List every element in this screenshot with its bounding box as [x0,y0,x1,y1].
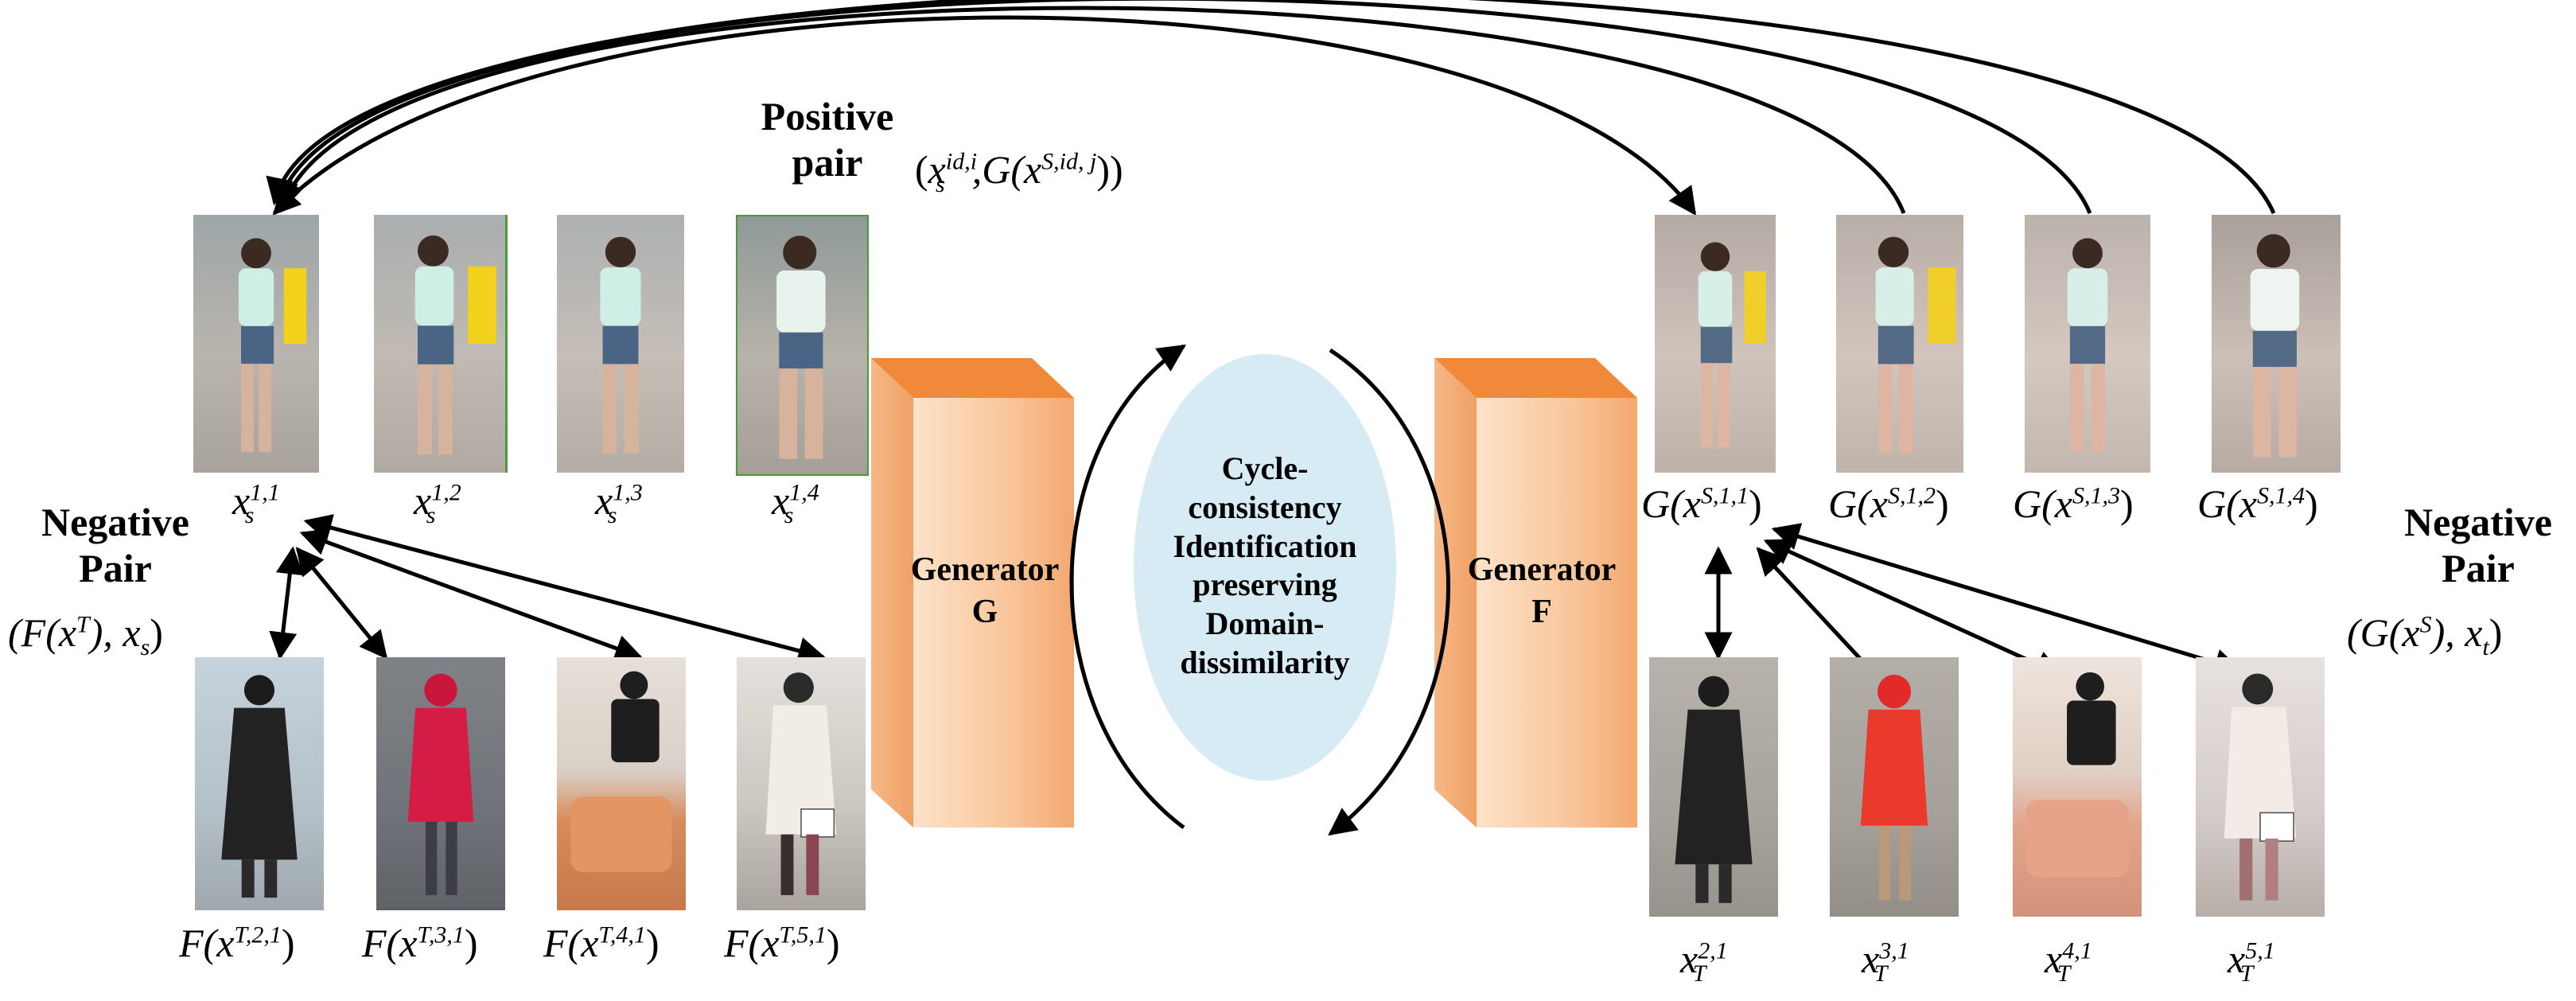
generated-source-image-1-3 [2025,215,2150,473]
source-caption-1-4: x1,4s [772,478,819,528]
target-image-4-1 [2013,657,2142,917]
generated-target-image-5-1 [737,657,866,910]
target-image-2-1 [1649,657,1778,917]
generated-target-caption-2-1: F(xT,2,1) [179,921,295,965]
positive-pair-arcs [266,0,2276,216]
generated-source-caption-1-1: G(xS,1,1) [1641,481,1762,526]
generated-source-caption-1-4: G(xS,1,4) [2197,481,2318,526]
target-image-5-1 [2196,657,2325,917]
source-image-1-4 [736,215,869,476]
generated-source-image-1-4 [2212,215,2341,473]
negative-pair-left-label: Negative Pair [41,500,190,590]
left-cycle-arc [1069,344,1186,830]
target-caption-5-1: x5,1T [2228,937,2275,987]
generated-target-caption-4-1: F(xT,4,1) [543,921,660,965]
negative-pair-arrows-left [269,514,827,664]
generated-source-image-1-2 [1836,215,1963,473]
target-image-3-1 [1830,657,1959,917]
negative-pair-left-formula: (F(xT), xs) [8,610,163,660]
cycle-consistency-text: Cycle- consistency Identification preser… [1173,450,1357,680]
generated-source-caption-1-3: G(xS,1,3) [2013,481,2134,526]
target-caption-3-1: x3,1T [1862,937,1909,987]
generated-target-image-4-1 [557,657,686,910]
source-image-1-2 [374,215,508,473]
source-image-1-1 [193,215,319,473]
generated-source-image-1-1 [1655,215,1776,473]
cycle-consistency-ellipse [1134,354,1396,781]
positive-pair-label: Positive pair [761,94,894,185]
generator-g-block [871,358,1074,828]
target-caption-2-1: x2,1T [1680,937,1728,987]
generator-g-label: Generator G [910,551,1060,630]
generator-f-block [1434,358,1637,828]
generated-target-caption-5-1: F(xT,5,1) [724,921,840,965]
negative-pair-arrows-right [1704,523,2243,688]
source-caption-1-2: x1,2s [414,478,461,528]
source-image-1-3 [557,215,684,473]
source-caption-1-1: x1,1s [232,478,280,528]
positive-pair-formula: (xid,is,G(xS,id, j)) [915,147,1123,197]
right-cycle-arc [1328,348,1450,836]
negative-pair-right-formula: (G(xS), xt) [2347,610,2503,660]
generator-f-label: Generator F [1467,551,1617,630]
generated-target-caption-3-1: F(xT,3,1) [362,921,478,965]
negative-pair-right-label: Negative Pair [2403,500,2553,590]
target-caption-4-1: x4,1T [2045,937,2092,987]
source-caption-1-3: x1,3s [595,478,643,528]
generated-source-caption-1-2: G(xS,1,2) [1828,481,1949,526]
generated-target-image-2-1 [195,657,324,910]
generated-target-image-3-1 [376,657,505,910]
